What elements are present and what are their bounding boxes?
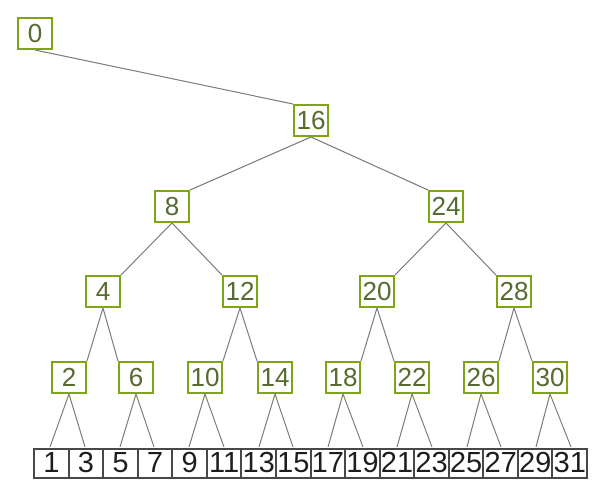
edge-line [396, 393, 413, 448]
leaf-cell-17: 17 [309, 449, 345, 478]
edge-line [171, 222, 223, 276]
tree-node-26: 26 [463, 361, 499, 394]
edge-line [135, 393, 155, 448]
edge-line [498, 307, 515, 362]
edge-line [445, 222, 497, 276]
leaf-cell-25: 25 [447, 449, 483, 478]
leaf-cell-11: 11 [205, 449, 241, 478]
edge-line [34, 49, 294, 105]
edge-line [204, 393, 225, 448]
edge-line [239, 307, 258, 362]
tree-node-18: 18 [325, 361, 361, 394]
edge-line [310, 136, 429, 191]
tree-node-20: 20 [359, 275, 395, 308]
tree-node-22: 22 [394, 361, 430, 394]
edge-line [535, 393, 551, 448]
leaf-cell-7: 7 [136, 449, 172, 478]
edge-line [411, 393, 433, 448]
tree-node-6: 6 [118, 361, 154, 394]
edge-line [222, 307, 241, 362]
tree-node-24: 24 [428, 190, 464, 223]
edge-line [376, 307, 395, 362]
edge-line [120, 222, 173, 276]
leaf-cell-31: 31 [551, 449, 586, 478]
tree-node-0: 0 [17, 17, 53, 50]
tree-node-12: 12 [222, 275, 258, 308]
edge-line [188, 393, 206, 448]
edge-line [102, 307, 119, 362]
tree-node-2: 2 [51, 361, 87, 394]
leaf-cell-5: 5 [102, 449, 137, 478]
leaf-cell-23: 23 [413, 449, 448, 478]
tree-node-8: 8 [154, 190, 190, 223]
edge-line [68, 393, 86, 448]
tree-node-4: 4 [85, 275, 121, 308]
tree-node-30: 30 [532, 361, 568, 394]
leaf-cell-3: 3 [67, 449, 103, 478]
leaf-cell-29: 29 [516, 449, 552, 478]
edge-line [327, 393, 344, 448]
edge-line [480, 393, 502, 448]
leaf-cell-15: 15 [274, 449, 310, 478]
edge-line [549, 393, 572, 448]
leaf-row: 1 3 5 7 9 11 13 15 17 19 21 23 25 27 29 … [33, 448, 588, 479]
edge-line [86, 307, 104, 362]
leaf-cell-19: 19 [344, 449, 379, 478]
edge-line [394, 222, 447, 276]
edge-line [258, 393, 276, 448]
tree-node-14: 14 [257, 361, 293, 394]
leaf-cell-21: 21 [378, 449, 414, 478]
edge-line [342, 393, 364, 448]
leaf-cell-9: 9 [171, 449, 206, 478]
leaf-cell-27: 27 [482, 449, 517, 478]
edge-line [466, 393, 482, 448]
tree-node-16: 16 [293, 104, 329, 137]
edge-line [360, 307, 378, 362]
tree-node-10: 10 [187, 361, 223, 394]
tree-node-28: 28 [496, 275, 532, 308]
leaf-cell-1: 1 [43, 447, 60, 479]
edge-line [189, 136, 312, 191]
leaf-cell-13: 13 [240, 449, 275, 478]
edge-line [513, 307, 533, 362]
edge-line [49, 393, 70, 448]
edge-line [119, 393, 137, 448]
edge-line [274, 393, 294, 448]
